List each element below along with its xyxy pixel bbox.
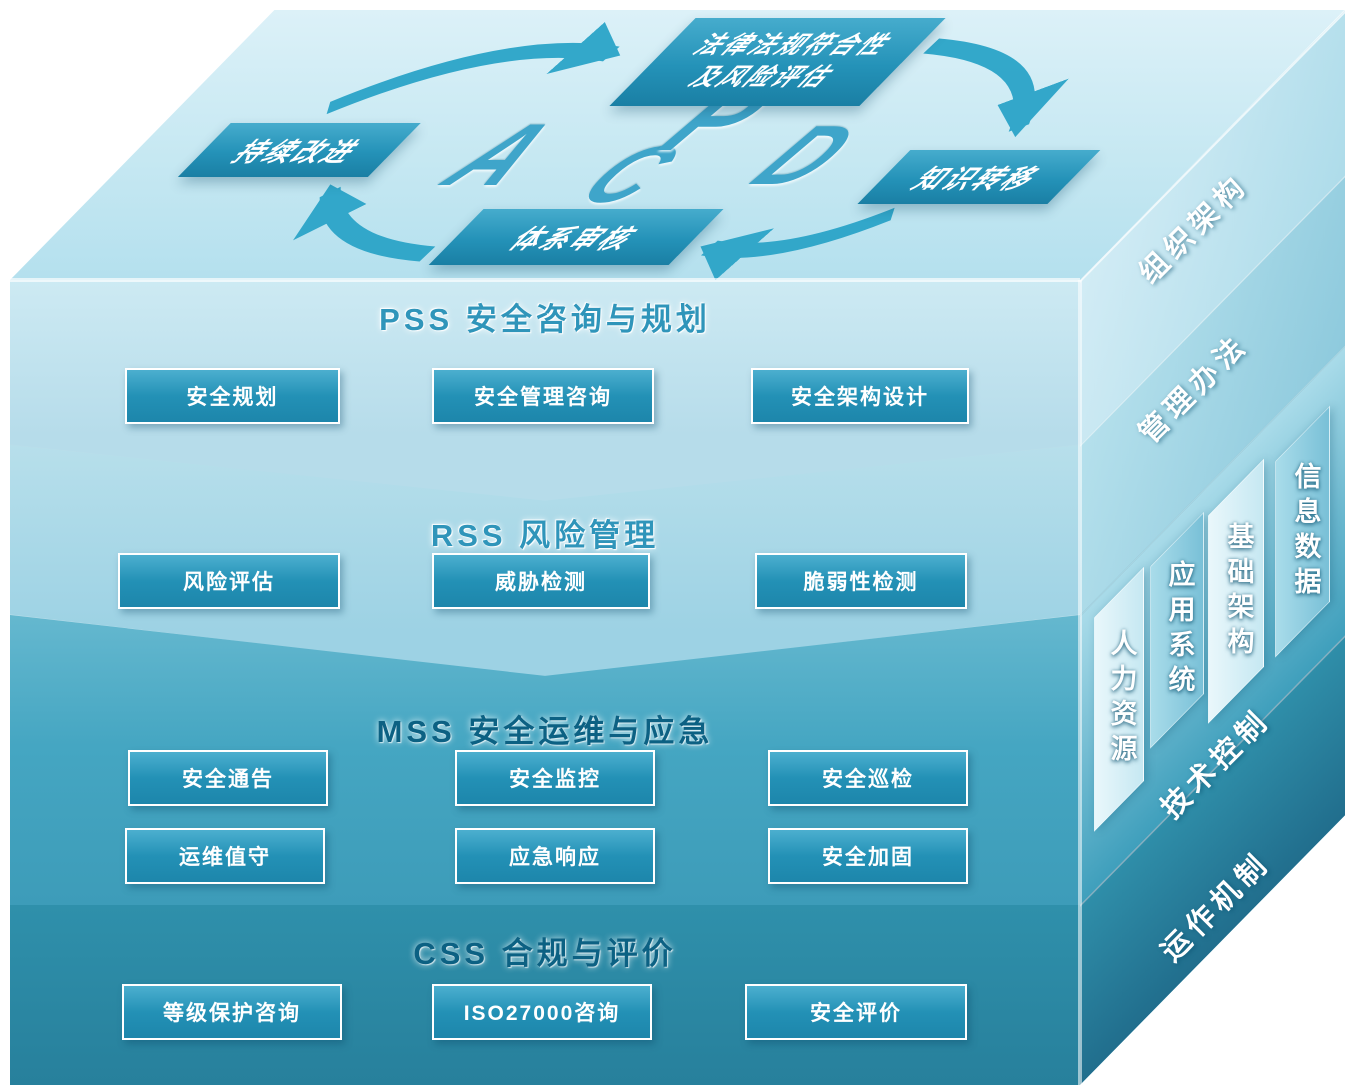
service-box-incident-response: 应急响应 bbox=[455, 828, 655, 884]
service-box-security-arch-design: 安全架构设计 bbox=[751, 368, 969, 424]
pdca-cycle-arrows-icon bbox=[292, 22, 1069, 280]
node-label-line1: 法律法规符合性 bbox=[685, 32, 902, 59]
band-title-pss: PSS 安全咨询与规划 bbox=[379, 302, 711, 337]
service-box-vulnerability-detection: 脆弱性检测 bbox=[755, 553, 967, 609]
pillar-label-application-systems: 应用系统 bbox=[1164, 560, 1195, 700]
service-box-ops-duty: 运维值守 bbox=[125, 828, 325, 884]
service-box-threat-detection: 威胁检测 bbox=[432, 553, 650, 609]
band-title-mss: MSS 安全运维与应急 bbox=[376, 714, 714, 749]
service-box-classified-protection-consult: 等级保护咨询 bbox=[122, 984, 342, 1040]
band-title-rss: RSS 风险管理 bbox=[430, 518, 660, 553]
node-label: 体系审核 bbox=[501, 223, 648, 254]
service-box-security-inspection: 安全巡检 bbox=[768, 750, 968, 806]
service-box-risk-assessment: 风险评估 bbox=[118, 553, 340, 609]
service-box-security-bulletin: 安全通告 bbox=[128, 750, 328, 806]
node-label-line2: 及风险评估 bbox=[681, 64, 844, 91]
service-box-security-evaluation: 安全评价 bbox=[745, 984, 967, 1040]
service-box-security-mgmt-consult: 安全管理咨询 bbox=[432, 368, 654, 424]
top-front-edge-highlight bbox=[10, 278, 1080, 282]
node-label: 知识转移 bbox=[904, 163, 1051, 194]
service-box-security-planning: 安全规划 bbox=[125, 368, 340, 424]
pillar-label-information-data: 信息数据 bbox=[1290, 462, 1321, 602]
band-title-css: CSS 合规与评价 bbox=[413, 936, 677, 971]
service-box-iso27000-consult: ISO27000咨询 bbox=[432, 984, 652, 1040]
pillar-label-human-resources: 人力资源 bbox=[1106, 629, 1137, 769]
service-box-security-hardening: 安全加固 bbox=[768, 828, 968, 884]
pillar-label-infrastructure: 基础架构 bbox=[1223, 522, 1254, 662]
front-side-edge-highlight bbox=[1078, 280, 1082, 1085]
service-box-security-monitoring: 安全监控 bbox=[455, 750, 655, 806]
top-face-pdca: A C P D 法律法规符合性 及风险评估 持续改进 知识转移 体系审核 bbox=[10, 10, 1345, 280]
node-label: 持续改进 bbox=[225, 136, 371, 167]
front-face-service-layers: PSS 安全咨询与规划 RSS 风险管理 MSS 安全运维与应急 CSS 合规与… bbox=[10, 280, 1080, 1085]
